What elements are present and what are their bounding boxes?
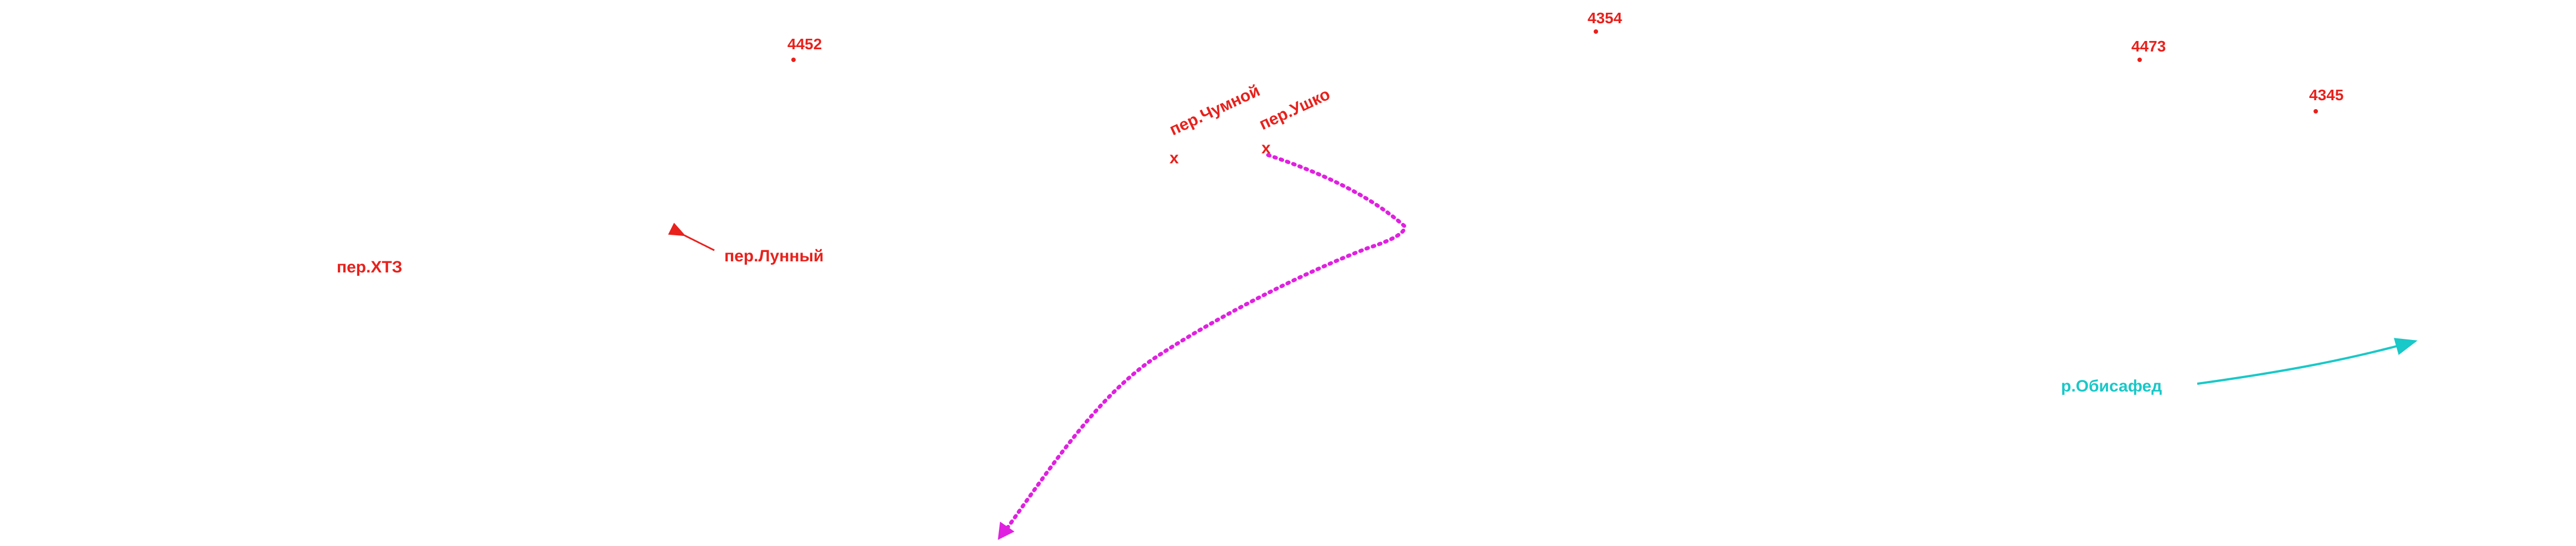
peak-point [791,58,796,62]
peak-point [2137,58,2142,62]
route-track [998,153,1407,540]
peak-height-label: 4452 [787,35,822,53]
pass-label-htz: пер.ХТЗ [337,258,403,276]
peak-4354: 4354 [1588,9,1622,34]
peak-point [2314,109,2318,114]
route-line [1004,153,1407,531]
pass-label-chumnoy: пер.Чумной [1167,81,1263,139]
pass-marker-ushko: x [1261,139,1271,157]
pass-lunny: пер.Лунный [668,223,824,265]
pass-label-ushko: пер.Ушко [1256,85,1333,134]
route-arrowhead [998,522,1014,540]
pass-marker-chumnoy: x [1169,149,1179,167]
pass-label-lunny: пер.Лунный [724,247,824,265]
pass-direction-arrow [668,223,715,251]
river-flow-arrow [2197,338,2418,385]
peak-height-label: 4345 [2309,86,2343,104]
pass-chumnoy: пер.Чумной x [1167,81,1263,167]
river-label: р.Обисафед [2061,377,2162,395]
peak-4452: 4452 [787,35,822,62]
peak-height-label: 4354 [1588,9,1622,27]
river-obisafed: р.Обисафед [2061,338,2418,395]
peak-4345: 4345 [2309,86,2343,114]
peak-point [1594,29,1598,34]
pass-ushko: пер.Ушко x [1256,85,1333,157]
peak-height-label: 4473 [2131,38,2166,55]
peak-4473: 4473 [2131,38,2166,62]
